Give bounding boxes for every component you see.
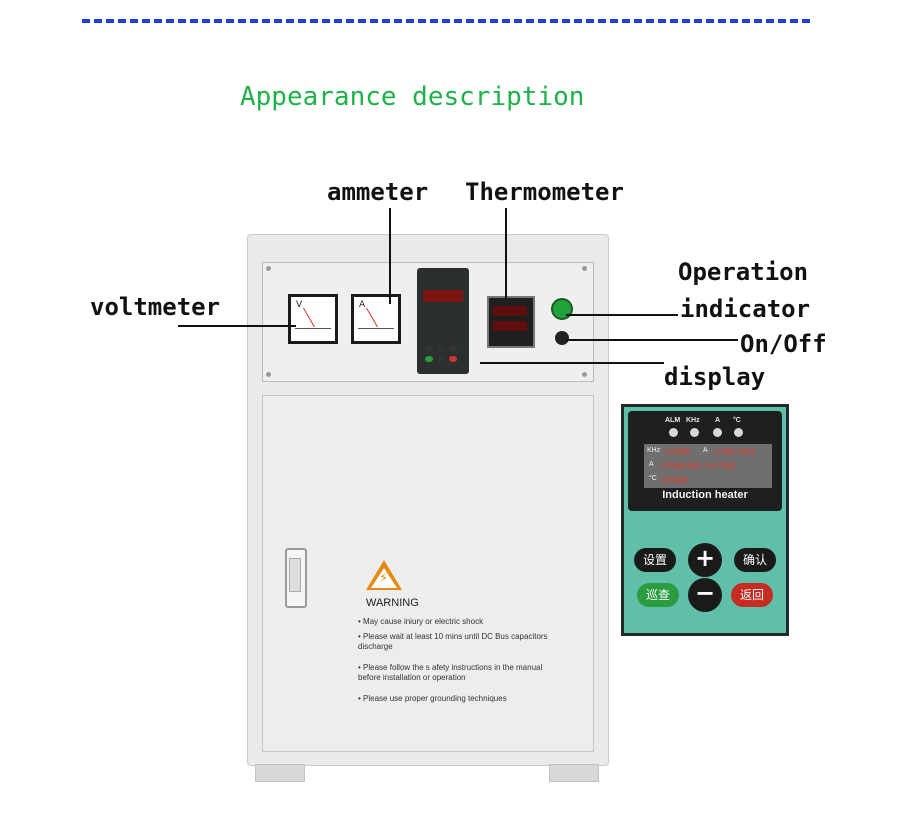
leader-line-on-off <box>566 339 738 341</box>
warning-item: • Please follow the s afety instructions… <box>358 663 543 682</box>
door-handle-grip <box>289 558 301 592</box>
patrol-button[interactable]: 巡查 <box>637 583 679 607</box>
callout-on-off: On/Off <box>740 330 827 358</box>
panel-brand-label: Induction heater <box>662 489 748 501</box>
display-controller <box>417 268 469 374</box>
ammeter-dial: A <box>351 294 401 344</box>
warning-item: • Please wait at least 10 mins until DC … <box>358 632 548 651</box>
settings-button[interactable]: 设置 <box>634 548 676 572</box>
lcd-text: 主机温度 <box>660 477 688 484</box>
lcd-key: A <box>703 447 708 454</box>
leader-line-operation <box>566 314 678 316</box>
lcd-key: KHz <box>647 447 661 454</box>
callout-voltmeter: voltmeter <box>90 293 221 321</box>
screw <box>266 266 271 271</box>
lcd-text: 工作输出电流 <box>659 463 701 470</box>
cabinet-foot-left <box>255 764 305 782</box>
operation-indicator-light <box>551 298 573 320</box>
screw <box>582 372 587 377</box>
leader-line-thermometer <box>505 208 507 298</box>
screw <box>582 266 587 271</box>
top-dashed-divider <box>82 19 810 23</box>
callout-thermometer: Thermometer <box>465 178 624 206</box>
leader-line-ammeter <box>389 208 391 304</box>
callout-ammeter: ammeter <box>327 178 429 206</box>
indicator-led-a <box>713 428 722 437</box>
warning-item: • Please use proper grounding techniques <box>358 694 507 703</box>
voltmeter-letter: V <box>296 300 303 310</box>
callout-display: display <box>664 363 766 391</box>
indicator-led-alm <box>669 428 678 437</box>
back-button[interactable]: 返回 <box>731 583 773 607</box>
indicator-label-khz: KHz <box>686 417 700 424</box>
plus-button[interactable]: + <box>688 543 722 577</box>
page-title: Appearance description <box>240 82 585 112</box>
thermometer-unit <box>487 296 535 348</box>
indicator-label-c: °C <box>733 417 741 424</box>
lcd-text: 工作输入电流 <box>713 449 755 456</box>
cabinet-door <box>262 395 594 752</box>
leader-line-voltmeter <box>178 325 296 327</box>
warning-triangle-inner <box>371 568 397 588</box>
screw <box>266 372 271 377</box>
indicator-label-a: A <box>715 417 721 424</box>
leader-line-display <box>480 362 664 364</box>
lightning-bolt-icon: ⚡ <box>379 571 389 586</box>
lcd-key: A <box>649 461 654 468</box>
warning-item: • May cause iniury or electric shock <box>358 617 484 626</box>
lcd-screen <box>644 444 772 488</box>
indicator-label-alm: ALM <box>665 417 681 424</box>
callout-operation-indicator-2: indicator <box>680 295 811 323</box>
on-off-switch[interactable] <box>555 331 569 345</box>
warning-title: WARNING <box>366 597 419 609</box>
confirm-button[interactable]: 确认 <box>734 548 776 572</box>
indicator-led-khz <box>690 428 699 437</box>
indicator-led-c <box>734 428 743 437</box>
cabinet-foot-right <box>549 764 599 782</box>
ammeter-letter: A <box>359 300 366 310</box>
minus-button[interactable]: − <box>688 578 722 612</box>
lcd-text: 00-07相位 <box>705 463 737 470</box>
lcd-text: 工作频率 <box>663 449 691 456</box>
lcd-key: °C <box>649 475 657 482</box>
callout-operation-indicator-1: Operation <box>678 258 809 286</box>
voltmeter-dial: V <box>288 294 338 344</box>
